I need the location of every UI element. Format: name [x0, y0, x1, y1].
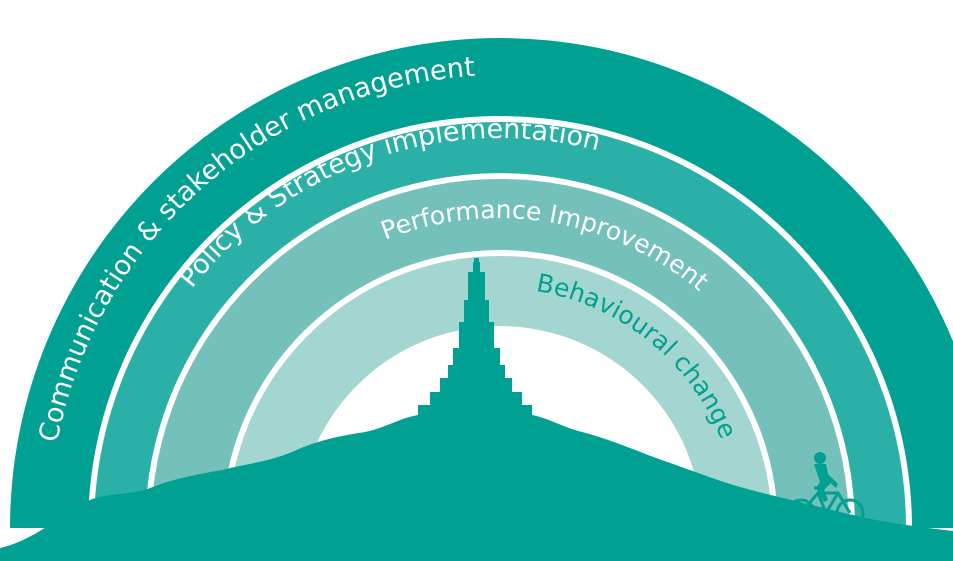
- tower-icon: [474, 258, 479, 264]
- hill-silhouette: [0, 262, 953, 561]
- cyclist-icon: [786, 486, 865, 528]
- cyclist-rider: [814, 452, 838, 502]
